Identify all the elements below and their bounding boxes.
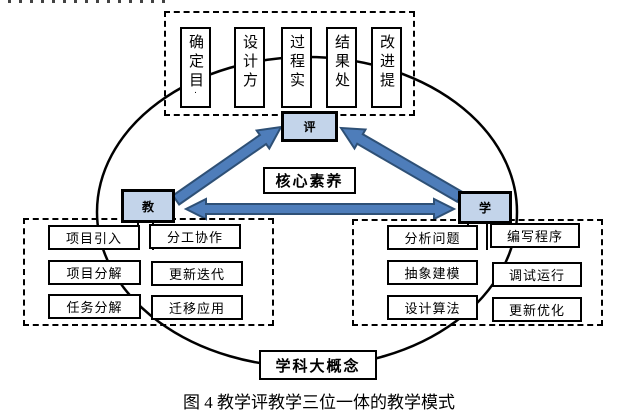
process-step-label: 设计方	[241, 34, 258, 91]
process-step-box: 设计方	[234, 27, 265, 108]
core-competencies-label: 核心素养	[275, 173, 344, 190]
teach-activity-box: 任务分解	[48, 294, 141, 319]
subject-big-concept-label: 学科大概念	[275, 357, 361, 375]
teach-activity-label: 分工协作	[166, 230, 223, 245]
learn-node: 学	[458, 191, 512, 224]
teach-activity-label: 迁移应用	[168, 301, 225, 316]
learn-activity-box: 调试运行	[492, 262, 582, 287]
learn-activity-label: 调试运行	[508, 268, 565, 283]
learn-activity-box: 分析问题	[387, 225, 478, 250]
learn-to-evaluate-arrow	[339, 126, 465, 204]
teach-activity-label: 任务分解	[66, 300, 123, 315]
process-step-label: 结果处	[333, 34, 350, 91]
evaluate-node-label: 评	[303, 120, 316, 134]
learn-activity-label: 更新优化	[508, 303, 565, 318]
learn-activity-label: 分析问题	[404, 231, 461, 246]
teach-to-evaluate-arrow	[171, 125, 283, 206]
process-step-box: 改进提	[371, 27, 402, 108]
process-step-box: 结果处	[326, 27, 357, 108]
clipped-text-remnant	[8, 0, 170, 3]
process-step-label: 改进提	[378, 34, 395, 91]
learn-activity-box: 抽象建模	[387, 260, 478, 285]
teach-activity-label: 更新迭代	[168, 267, 225, 282]
learn-activity-box: 设计算法	[387, 295, 478, 320]
teach-activity-box: 迁移应用	[151, 295, 243, 320]
clipped-char-dot: ·	[193, 87, 198, 98]
core-competencies-box: 核心素养	[263, 167, 356, 194]
teach-learn-double-arrow	[183, 197, 457, 221]
learn-node-label: 学	[478, 201, 491, 215]
learn-activity-box: 编写程序	[490, 223, 580, 248]
learn-activity-box: 更新优化	[492, 297, 582, 322]
teach-activity-label: 项目引入	[65, 231, 122, 246]
process-step-label: 过程实	[288, 34, 305, 91]
figure-caption: 图 4 教学评教学三位一体的教学模式	[183, 393, 455, 412]
teach-node-label: 教	[141, 199, 154, 214]
teach-node: 教	[121, 189, 175, 223]
learn-activity-label: 编写程序	[506, 229, 563, 244]
process-step-box: 过程实	[281, 27, 312, 108]
process-step-label: 确定目	[187, 34, 204, 91]
teach-activity-box: 分工协作	[149, 224, 241, 249]
teach-activity-box: 更新迭代	[151, 261, 243, 286]
evaluate-node: 评	[281, 111, 338, 142]
teach-activity-box: 项目引入	[48, 225, 140, 250]
subject-big-concept-box: 学科大概念	[259, 350, 377, 380]
teach-activity-label: 项目分解	[66, 266, 123, 281]
teach-activity-box: 项目分解	[48, 260, 141, 285]
learn-activity-label: 抽象建模	[404, 266, 461, 281]
process-step-box: 确定目 ·	[180, 27, 211, 108]
learn-activity-label: 设计算法	[404, 301, 461, 316]
